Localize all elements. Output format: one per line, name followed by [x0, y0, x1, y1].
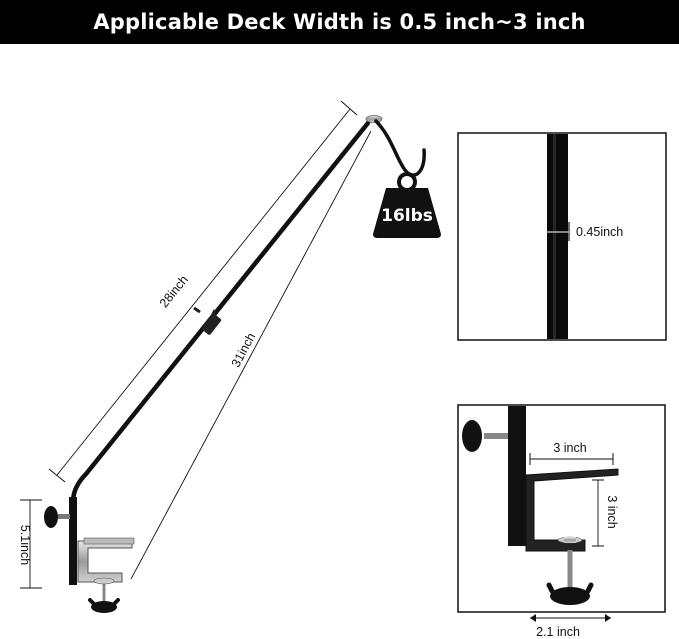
weight-label: 16lbs: [381, 206, 433, 226]
clamp-detail-panel: 3 inch 3 inch 2.1 inch: [457, 404, 666, 639]
clamp-height-dimension: 5.1inch: [18, 499, 42, 589]
arm-connector: [201, 313, 222, 335]
pole-detail-panel: 0.45inch: [457, 132, 667, 341]
clamp-post: [508, 406, 526, 546]
hook-arm: [70, 120, 371, 503]
pole-diameter-label: 0.45inch: [576, 225, 623, 239]
swivel-joint: [365, 115, 383, 123]
s-hook: [374, 119, 426, 177]
deck-hook-illustration: 16lbs 28inch 31inch: [18, 100, 441, 613]
title-banner: Applicable Deck Width is 0.5 inch~3 inch: [0, 0, 679, 44]
base-width-label: 2.1 inch: [536, 625, 580, 639]
diagonal-length-dimension: 31inch: [130, 130, 372, 580]
pole-rod: [547, 134, 568, 339]
arm-wingnut: [193, 306, 217, 317]
side-knob-icon: [44, 506, 58, 528]
hook-post: [69, 497, 77, 585]
clamp-opening-label: 3 inch: [605, 495, 619, 528]
arm-length-dimension: 28inch: [48, 100, 358, 483]
knob-screw: [58, 514, 70, 519]
deck-clamp: [77, 537, 135, 613]
detail-knob-icon: [462, 420, 482, 452]
arm-length-label: 28inch: [157, 273, 191, 310]
bottom-knob-icon: [91, 601, 117, 613]
clamp-height-label: 5.1inch: [18, 525, 32, 565]
detail-bottom-knob-icon: [550, 587, 590, 605]
banner-title: Applicable Deck Width is 0.5 inch~3 inch: [93, 10, 586, 34]
weight-icon: 16lbs: [373, 172, 441, 238]
clamp-arm: [525, 468, 619, 552]
clamp-depth-label: 3 inch: [553, 441, 586, 455]
